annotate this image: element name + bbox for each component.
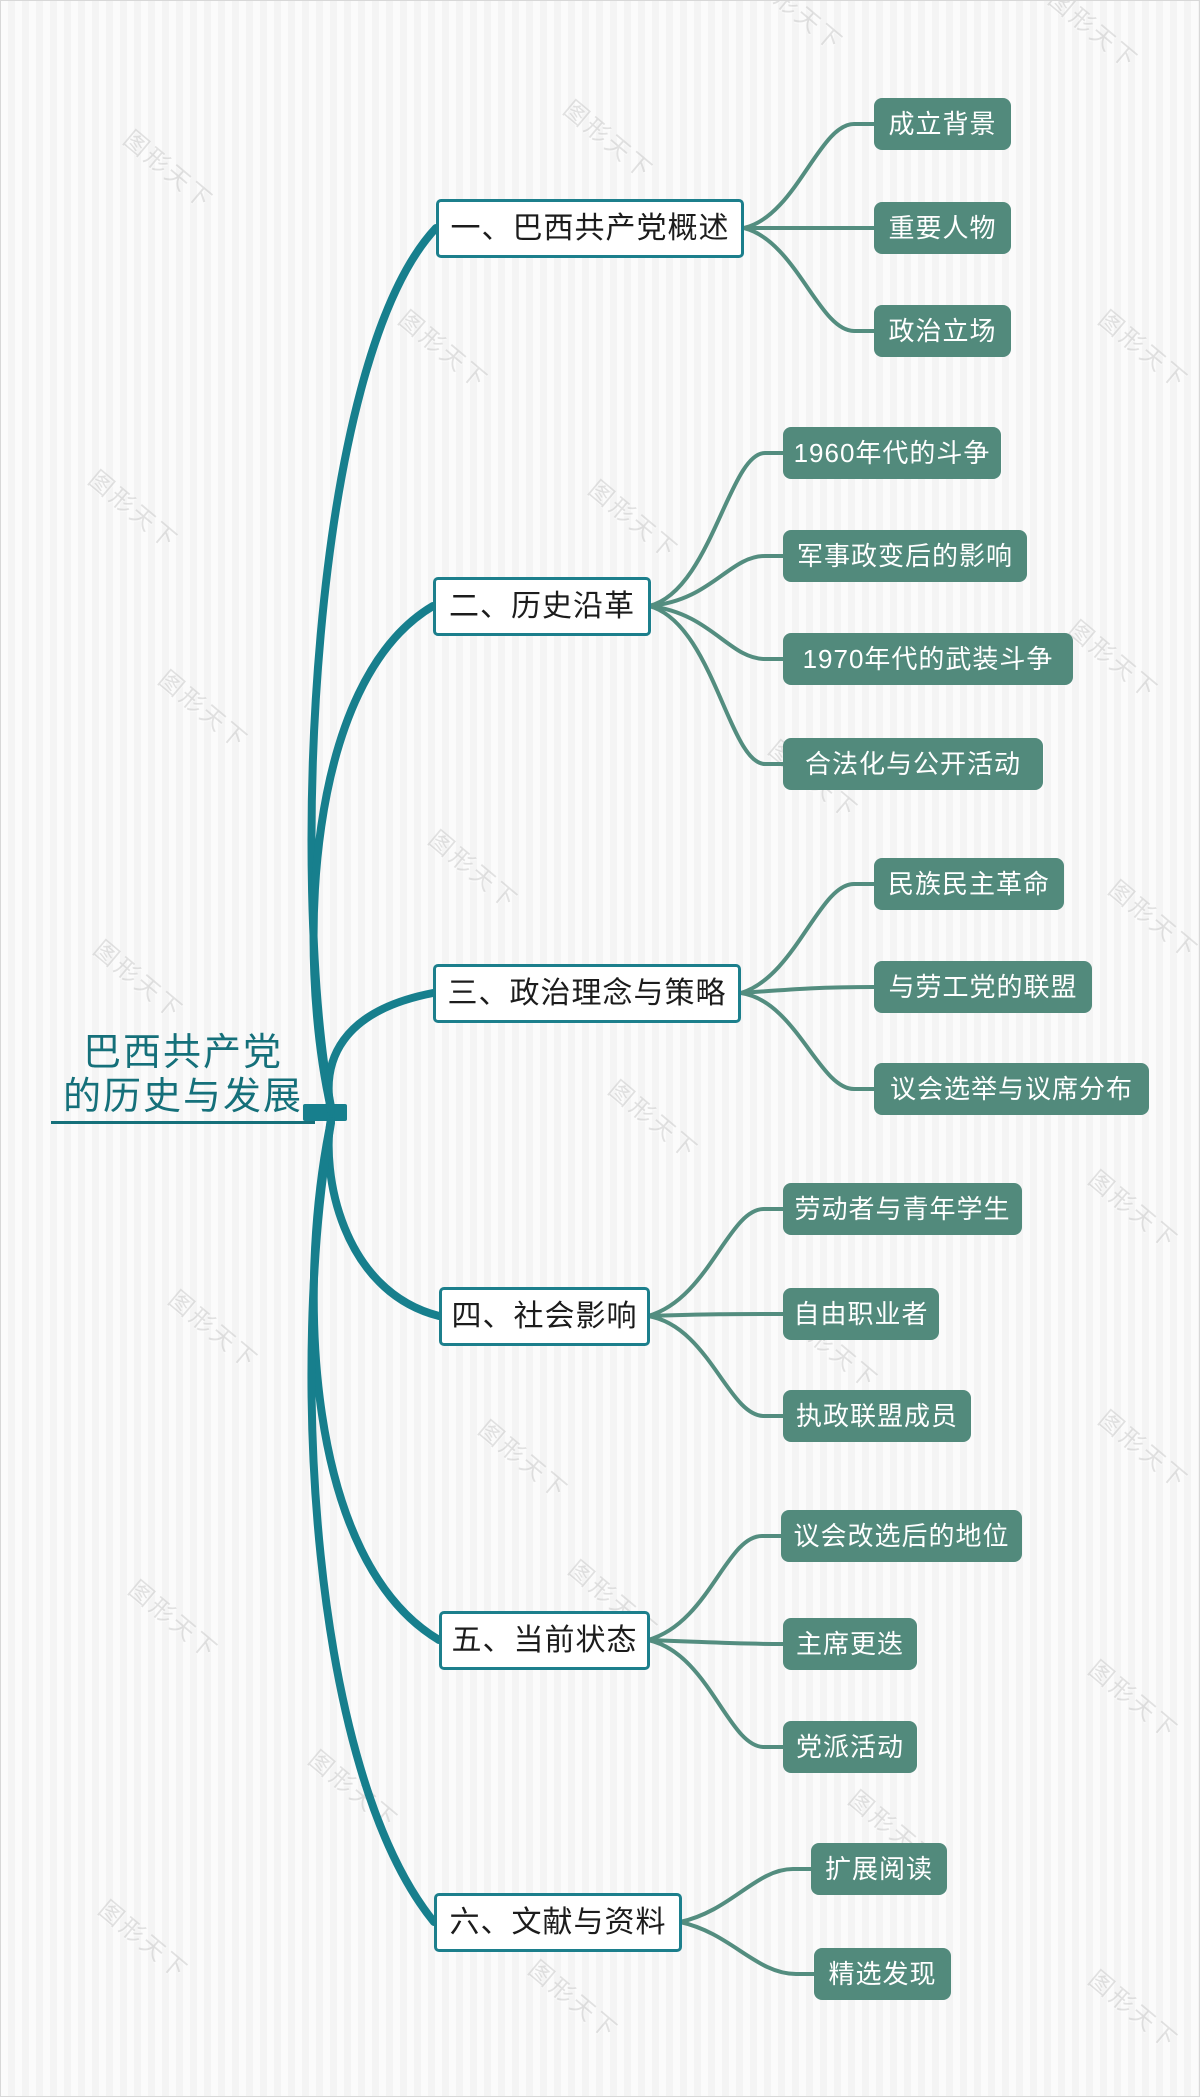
leaf-node-coalition-members[interactable]: 执政联盟成员 (783, 1390, 971, 1442)
connector-b5-leaf-1 (646, 1534, 783, 1642)
branch-node-4[interactable]: 四、社会影响 (439, 1287, 650, 1346)
branch-node-5[interactable]: 五、当前状态 (439, 1611, 650, 1670)
connector-b3-leaf-1 (739, 882, 876, 995)
leaf-node-parliament-seats[interactable]: 议会选举与议席分布 (874, 1063, 1149, 1115)
leaf-node-freelancers[interactable]: 自由职业者 (783, 1288, 939, 1340)
leaf-node-1970s-armed-struggle[interactable]: 1970年代的武装斗争 (783, 633, 1073, 685)
root-node[interactable]: 巴西共产党 的历史与发展 (51, 1031, 315, 1124)
connector-b4-leaf-1 (646, 1207, 785, 1318)
connector-b3-leaf-3 (739, 991, 876, 1091)
leaf-node-post-election-status[interactable]: 议会改选后的地位 (781, 1510, 1022, 1562)
leaf-node-party-activities[interactable]: 党派活动 (783, 1721, 917, 1773)
connector-root-branch-4 (324, 1115, 443, 1320)
leaf-node-legalization[interactable]: 合法化与公开活动 (783, 738, 1043, 790)
leaf-node-post-coup-impact[interactable]: 军事政变后的影响 (783, 530, 1027, 582)
leaf-node-political-stance[interactable]: 政治立场 (874, 305, 1011, 357)
branch-node-2[interactable]: 二、历史沿革 (433, 577, 651, 636)
connector-b2-leaf-3 (647, 604, 785, 661)
leaf-node-founding-background[interactable]: 成立背景 (874, 98, 1011, 150)
connector-b2-leaf-1 (647, 451, 785, 608)
connector-b6-leaf-2 (678, 1920, 816, 1976)
connector-b2-leaf-2 (647, 554, 785, 608)
connector-b1-leaf-1 (742, 122, 876, 230)
connector-b4-leaf-3 (646, 1314, 785, 1418)
leaf-node-workers-and-students[interactable]: 劳动者与青年学生 (783, 1183, 1022, 1235)
root-connector-stub (303, 1104, 347, 1121)
connector-b5-leaf-2 (646, 1638, 785, 1646)
connector-b5-leaf-3 (646, 1638, 785, 1749)
branch-node-3[interactable]: 三、政治理念与策略 (433, 964, 741, 1023)
connector-b4-leaf-2 (646, 1312, 785, 1318)
leaf-node-1960s-struggle[interactable]: 1960年代的斗争 (783, 427, 1001, 479)
connector-b3-leaf-2 (739, 985, 876, 995)
root-title-line2: 的历史与发展 (62, 1076, 303, 1118)
connector-b6-leaf-1 (678, 1867, 813, 1924)
leaf-node-alliance-with-workers-party[interactable]: 与劳工党的联盟 (874, 961, 1092, 1013)
connector-root-branch-2 (309, 602, 437, 1113)
leaf-node-important-figures[interactable]: 重要人物 (874, 202, 1011, 254)
leaf-node-extended-reading[interactable]: 扩展阅读 (811, 1843, 947, 1895)
leaf-node-chairman-change[interactable]: 主席更迭 (783, 1618, 917, 1670)
leaf-node-selected-findings[interactable]: 精选发现 (814, 1948, 951, 2000)
connector-b2-leaf-4 (647, 604, 785, 766)
branch-node-1[interactable]: 一、巴西共产党概述 (436, 199, 744, 258)
branch-node-6[interactable]: 六、文献与资料 (434, 1893, 682, 1952)
connector-root-branch-6 (307, 1119, 438, 1926)
connector-root-branch-3 (324, 989, 437, 1115)
connector-b1-leaf-3 (742, 226, 876, 333)
root-title-line1: 巴西共产党 (82, 1032, 283, 1074)
leaf-node-national-democratic-revolution[interactable]: 民族民主革命 (874, 858, 1064, 910)
